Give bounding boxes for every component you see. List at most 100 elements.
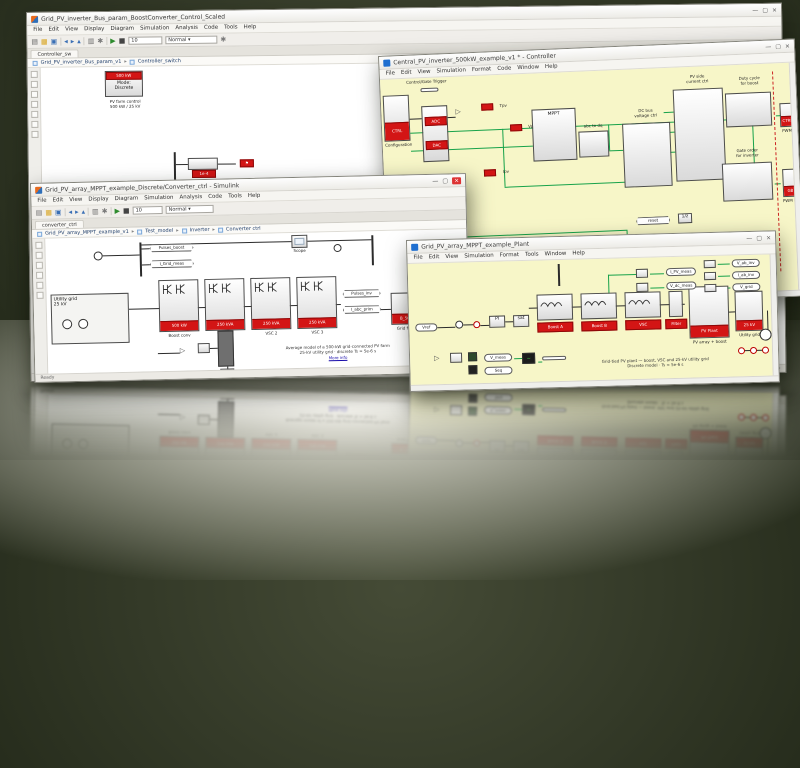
up-icon[interactable]: ▴ — [81, 208, 85, 215]
menu-file[interactable]: File — [413, 255, 422, 262]
flag-chip[interactable]: ⚑ — [240, 159, 254, 167]
goto-tag[interactable]: V_meas — [484, 353, 512, 362]
model-tab[interactable]: converter_ctrl — [35, 220, 84, 229]
powergui-block[interactable]: 500 kW Mode: Discrete — [105, 71, 143, 97]
maximize-button[interactable]: ▢ — [442, 177, 448, 184]
menu-file[interactable]: File — [33, 27, 42, 34]
phase-meter[interactable] — [750, 347, 757, 354]
more-info-link[interactable]: More info — [329, 354, 348, 359]
menu-tools[interactable]: Tools — [525, 252, 539, 259]
subsystem-dc-bus-ctrl[interactable] — [622, 122, 673, 188]
rate-transition-block[interactable] — [484, 169, 496, 176]
menu-file[interactable]: File — [37, 198, 46, 205]
scope-block[interactable] — [291, 235, 307, 248]
converter-bridge-block[interactable]: 250 kVA — [250, 277, 291, 330]
menu-help[interactable]: Help — [248, 193, 261, 200]
subsystem-duty-cycle[interactable] — [725, 92, 772, 128]
meter-block[interactable] — [636, 269, 648, 278]
meter-block[interactable] — [704, 272, 716, 280]
menu-diagram[interactable]: Diagram — [115, 196, 139, 204]
configuration-block[interactable]: CTRL — [383, 95, 411, 142]
display-block[interactable] — [468, 352, 477, 361]
machine-block[interactable] — [759, 329, 771, 341]
converter-control-block[interactable]: Filter — [665, 319, 687, 330]
menu-view[interactable]: View — [69, 197, 82, 204]
menu-view[interactable]: View — [65, 26, 78, 33]
meas-oval[interactable] — [542, 356, 566, 361]
minimize-button[interactable]: — — [752, 7, 758, 14]
close-button[interactable]: × — [772, 6, 777, 13]
stop-icon[interactable]: ■ — [119, 37, 126, 44]
maximize-button[interactable]: ▢ — [756, 234, 762, 241]
menu-edit[interactable]: Edit — [48, 27, 59, 34]
converter-control-block[interactable]: VSC — [625, 319, 661, 330]
minimize-button[interactable]: — — [432, 177, 438, 184]
grid-block[interactable]: 25 kV — [734, 291, 763, 332]
meter-block[interactable] — [704, 284, 716, 292]
menu-help[interactable]: Help — [572, 250, 585, 257]
goto-tag[interactable]: Pulses_inv — [343, 289, 381, 298]
minimize-button[interactable]: — — [765, 43, 771, 50]
goto-tag[interactable]: Pulses_boost — [149, 243, 193, 252]
menu-format[interactable]: Format — [500, 252, 520, 260]
up-icon[interactable]: ▴ — [77, 38, 81, 45]
gain-block[interactable]: ▷ — [455, 109, 461, 116]
forward-icon[interactable]: ▸ — [71, 38, 75, 45]
phase-meter[interactable] — [762, 347, 769, 354]
converter-control-block[interactable]: Boost A — [537, 322, 573, 333]
phase-meter[interactable] — [738, 347, 745, 354]
unit-delay-block[interactable]: 1/z — [678, 213, 692, 224]
menu-edit[interactable]: Edit — [53, 197, 64, 204]
meter-block[interactable] — [636, 283, 648, 292]
selector-block[interactable] — [450, 353, 462, 363]
run-icon[interactable]: ▶ — [115, 208, 121, 215]
save-icon[interactable]: ▣ — [51, 38, 58, 45]
io-block[interactable]: ADC DAC — [421, 105, 449, 162]
run-icon[interactable]: ▶ — [110, 38, 115, 45]
menu-window[interactable]: Window — [545, 251, 567, 259]
bus-junction[interactable] — [333, 244, 341, 252]
breadcrumb-leaf[interactable]: Controller_switch — [138, 58, 181, 65]
goto-tag[interactable]: I_Grid_meas — [150, 259, 194, 268]
maximize-button[interactable]: ▢ — [762, 6, 768, 13]
meas-oval[interactable]: I_PV_meas — [666, 268, 696, 277]
model-tab[interactable]: Controller_sw — [30, 50, 78, 59]
sim-stop-time-field[interactable]: 10 — [128, 36, 162, 44]
gain-block[interactable]: ▷ — [180, 348, 186, 355]
new-model-icon[interactable]: ▤ — [36, 209, 43, 216]
menu-tools[interactable]: Tools — [228, 193, 242, 200]
menu-window[interactable]: Window — [517, 64, 539, 72]
open-icon[interactable]: ▦ — [45, 209, 52, 216]
close-button[interactable]: × — [452, 177, 461, 184]
menu-view[interactable]: View — [445, 254, 458, 261]
breadcrumb-root[interactable]: Grid_PV_array_MPPT_example_v1 — [45, 229, 129, 237]
forward-icon[interactable]: ▸ — [75, 209, 79, 216]
menu-file[interactable]: File — [386, 70, 396, 78]
converter-control-block[interactable]: Boost B — [581, 321, 617, 332]
menu-code[interactable]: Code — [208, 194, 222, 201]
menu-help[interactable]: Help — [545, 63, 558, 71]
pv-plant-block[interactable]: PV Plant — [688, 286, 729, 339]
sim-stop-time-field[interactable]: 10 — [133, 206, 163, 215]
converter-leg-block[interactable] — [536, 294, 573, 321]
scope-block[interactable]: ~ — [522, 353, 535, 364]
converter-leg-block[interactable] — [668, 291, 683, 317]
meas-oval[interactable]: V_dc_meas — [666, 282, 696, 291]
rate-transition-block[interactable]: 1e-4 — [192, 170, 216, 178]
open-icon[interactable]: ▦ — [41, 38, 48, 45]
menu-format[interactable]: Format — [472, 66, 492, 74]
meter-block[interactable] — [704, 260, 716, 268]
sum-block[interactable] — [455, 321, 463, 329]
breadcrumb-node[interactable]: Test_model — [145, 228, 173, 235]
rate-transition-block[interactable] — [481, 103, 493, 110]
breadcrumb-leaf[interactable]: Converter ctrl — [226, 226, 261, 233]
menu-display[interactable]: Display — [84, 26, 104, 33]
source-block[interactable] — [94, 252, 103, 261]
converter-leg-block[interactable] — [624, 291, 661, 318]
product-block[interactable] — [198, 343, 210, 353]
constant-oval[interactable]: Vref — [415, 323, 437, 332]
menu-help[interactable]: Help — [244, 24, 257, 31]
converter-bridge-block[interactable]: 250 kVA — [204, 278, 245, 331]
menu-simulation[interactable]: Simulation — [144, 195, 173, 203]
